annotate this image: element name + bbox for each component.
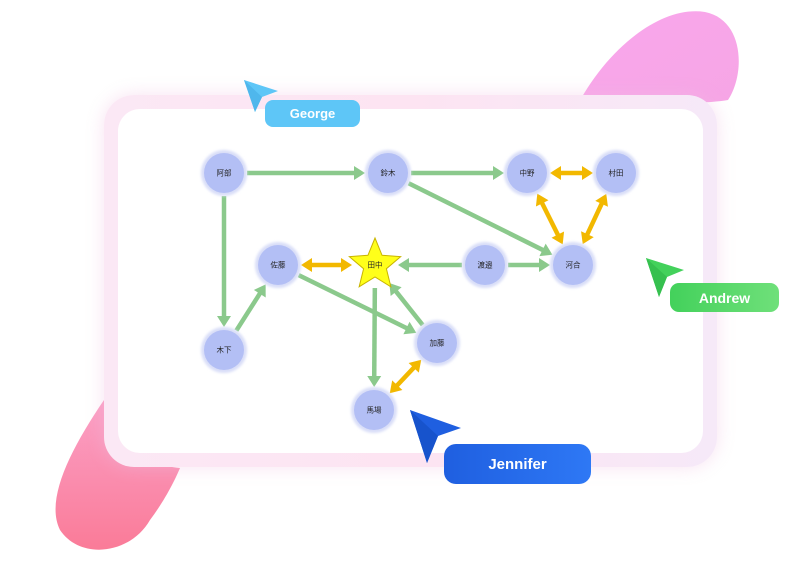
andrew-cursor-icon: [646, 258, 684, 297]
pink-blob-top: [575, 11, 739, 110]
edge-watanabe-kawai[interactable]: [508, 258, 550, 272]
node-label-abe: 阿部: [217, 168, 232, 178]
edge-suzuki-kawai[interactable]: [407, 181, 553, 257]
node-label-kawai: 河合: [566, 260, 581, 270]
node-label-kato: 加藤: [430, 338, 445, 348]
edge-nakano-murata[interactable]: [550, 166, 593, 180]
edge-watanabe-tanaka[interactable]: [398, 258, 462, 272]
node-suzuki[interactable]: 鈴木: [365, 150, 411, 196]
edge-kato-tanaka[interactable]: [389, 283, 425, 327]
node-label-suzuki: 鈴木: [381, 168, 396, 178]
edge-abe-suzuki[interactable]: [247, 166, 365, 180]
node-kato[interactable]: 加藤: [414, 320, 460, 366]
edge-kinoshita-sato[interactable]: [234, 284, 266, 332]
node-abe[interactable]: 阿部: [201, 150, 247, 196]
george-cursor-icon: [244, 80, 278, 112]
node-baba[interactable]: 馬場: [351, 387, 397, 433]
edge-nakano-kawai[interactable]: [535, 193, 565, 245]
andrew-name-tag: Andrew: [670, 283, 779, 312]
pink-blob-bottom: [55, 400, 180, 550]
jennifer-cursor-icon: [410, 410, 461, 463]
node-watanabe[interactable]: 渡邉: [462, 242, 508, 288]
node-nakano[interactable]: 中野: [504, 150, 550, 196]
node-tanaka[interactable]: 田中: [348, 236, 402, 288]
node-kinoshita[interactable]: 木下: [201, 327, 247, 373]
node-label-watanabe: 渡邉: [478, 260, 493, 270]
node-label-nakano: 中野: [520, 168, 535, 178]
edge-sato-tanaka[interactable]: [301, 258, 352, 272]
node-label-kinoshita: 木下: [217, 345, 232, 355]
node-label-baba: 馬場: [367, 405, 382, 415]
node-kawai[interactable]: 河合: [550, 242, 596, 288]
node-sato[interactable]: 佐藤: [255, 242, 301, 288]
canvas-card: [104, 95, 717, 467]
edge-suzuki-nakano[interactable]: [411, 166, 504, 180]
jennifer-name-tag: Jennifer: [444, 444, 591, 484]
george-name-tag: George: [265, 100, 360, 127]
node-murata[interactable]: 村田: [593, 150, 639, 196]
edge-murata-kawai[interactable]: [581, 193, 608, 245]
node-label-murata: 村田: [609, 168, 624, 178]
node-label-tanaka: 田中: [368, 260, 383, 270]
edge-sato-kato[interactable]: [297, 273, 417, 335]
edge-kato-baba[interactable]: [389, 359, 422, 394]
edge-tanaka-baba[interactable]: [367, 287, 382, 388]
node-label-sato: 佐藤: [271, 260, 286, 270]
edge-abe-kinoshita[interactable]: [217, 196, 231, 327]
